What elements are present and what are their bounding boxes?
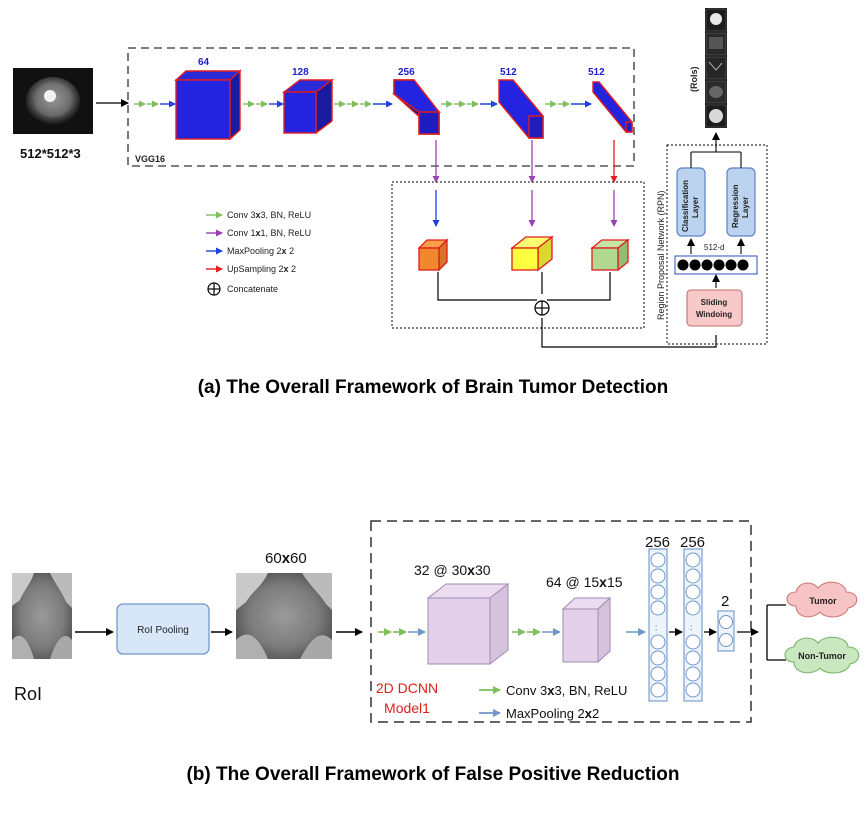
output-branch [737, 604, 786, 661]
legend-b-pool: MaxPooling 2x2 [506, 706, 599, 721]
vgg-block-64 [174, 69, 242, 141]
output-layer [717, 610, 735, 652]
svg-text::: : [690, 623, 692, 632]
vgg16-frame [127, 47, 635, 167]
part-a: 512*512*3 VGG16 [13, 8, 768, 398]
channel-label-512b: 512 [588, 67, 605, 78]
svg-text:Classification: Classification [681, 180, 690, 232]
legend-conv3: Conv 3x3, BN, ReLU [227, 210, 311, 220]
channel-label-64: 64 [198, 57, 210, 68]
part-b: RoI RoI Pooling 60x60 [12, 520, 860, 785]
model-name-line2: Model1 [384, 700, 430, 716]
output-size-label: 2 [721, 593, 729, 610]
legend-b-conv: Conv 3x3, BN, ReLU [506, 683, 627, 698]
svg-text:Regression: Regression [731, 184, 740, 228]
concatenate-icon [207, 282, 221, 296]
fc1-label: 256 [645, 534, 670, 551]
input-size-label: 512*512*3 [20, 146, 81, 161]
rpn-frame [666, 144, 768, 345]
legend-b: Conv 3x3, BN, ReLU MaxPooling 2x2 [479, 683, 627, 721]
legend-upsampling: UpSampling 2x 2 [227, 264, 296, 274]
fc2-label: 256 [680, 534, 705, 551]
pooled-roi-image [236, 573, 332, 659]
svg-text:Layer: Layer [741, 197, 750, 218]
roi-stack [705, 8, 727, 128]
legend-a: Conv 3x3, BN, ReLU Conv 1x1, BN, ReLU Ma… [206, 210, 311, 296]
fpn-concat-lines [437, 272, 717, 348]
roi-pooling-box: RoI Pooling [116, 603, 210, 655]
fpn-frame [391, 181, 645, 329]
vgg-block-256 [391, 79, 442, 136]
svg-text:Windoing: Windoing [696, 310, 732, 319]
conv2-block [561, 596, 612, 664]
roi-input-image [12, 573, 72, 659]
conv1-block [426, 582, 510, 666]
channel-label-512a: 512 [500, 67, 517, 78]
concatenate-symbol [534, 300, 550, 316]
sliding-window-box: Sliding Windoing [686, 289, 743, 327]
fpn-cube-orange [417, 238, 449, 272]
channel-label-128: 128 [292, 67, 309, 78]
non-tumor-output: Non-Tumor [784, 636, 860, 674]
svg-text:RoI Pooling: RoI Pooling [137, 625, 189, 636]
tumor-output: Tumor [786, 581, 858, 618]
vgg-block-512a [498, 79, 544, 139]
dim-label: 512-d [704, 243, 724, 252]
regression-layer: Regression Layer [726, 167, 756, 237]
conv1-label: 32 @ 30x30 [414, 562, 491, 578]
roi-label: RoI [14, 684, 42, 704]
legend-maxpool: MaxPooling 2x 2 [227, 246, 294, 256]
channel-label-256: 256 [398, 67, 415, 78]
legend-conv1: Conv 1x1, BN, ReLU [227, 228, 311, 238]
fpn-cube-green [590, 238, 630, 272]
pooled-size-label: 60x60 [265, 550, 307, 567]
fpn-cube-yellow [510, 235, 554, 272]
input-mri-image [13, 68, 93, 134]
svg-text:Tumor: Tumor [809, 596, 837, 606]
model-name-line1: 2D DCNN [376, 680, 438, 696]
rpn-arrows [687, 132, 745, 288]
rpn-label: Region Proposal Network (RPN) [656, 190, 666, 320]
conv2-label: 64 @ 15x15 [546, 574, 623, 590]
vgg-block-128 [281, 78, 335, 135]
svg-text::: : [655, 623, 657, 632]
legend-concatenate: Concatenate [227, 284, 278, 294]
vgg-block-512b [592, 81, 633, 133]
caption-b: (b) The Overall Framework of False Posit… [186, 764, 679, 785]
svg-text:Non-Tumor: Non-Tumor [798, 651, 846, 661]
fc-layer-1: : [648, 548, 668, 702]
rois-label: (RoIs) [689, 67, 699, 93]
caption-a: (a) The Overall Framework of Brain Tumor… [198, 377, 669, 398]
classification-layer: Classification Layer [676, 167, 706, 237]
svg-text:Sliding: Sliding [701, 298, 728, 307]
feature-vector [674, 255, 758, 275]
fc-layer-2: : [683, 548, 703, 702]
cnn-frame [370, 520, 752, 723]
svg-text:Layer: Layer [691, 197, 700, 218]
vgg16-label: VGG16 [135, 154, 165, 164]
